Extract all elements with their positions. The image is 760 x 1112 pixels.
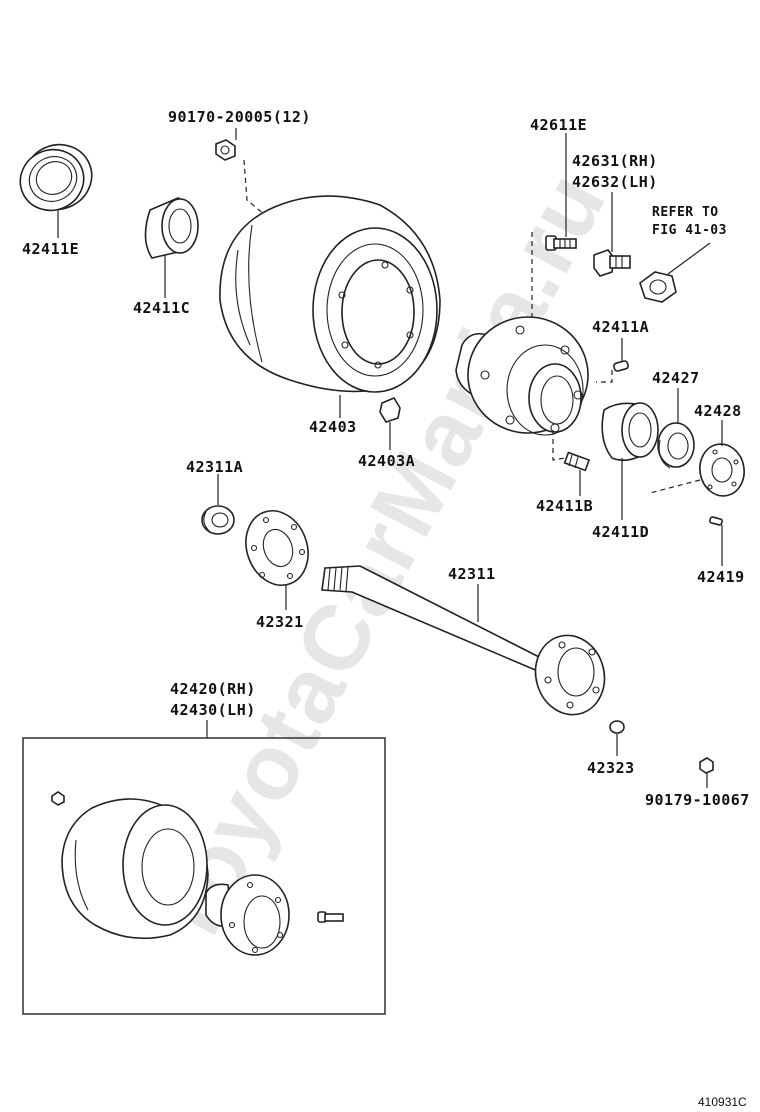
part-42631-bolt[interactable] — [593, 249, 631, 277]
label-42403a: 42403A — [358, 452, 415, 470]
part-90179-nut[interactable] — [699, 757, 714, 774]
part-axle-hub[interactable] — [455, 316, 589, 436]
part-42311-axle-shaft[interactable] — [321, 565, 613, 722]
label-42411a: 42411A — [592, 318, 649, 336]
label-42611e: 42611E — [530, 116, 587, 134]
part-42403a-plug[interactable] — [379, 396, 401, 423]
figure-code: 410931C — [698, 1095, 747, 1109]
part-42427-retainer[interactable] — [657, 422, 695, 469]
part-refer-nut[interactable] — [639, 271, 677, 303]
label-42311a: 42311A — [186, 458, 243, 476]
leader-refer — [667, 242, 711, 275]
dash-42411b — [552, 430, 566, 461]
dash-42428 — [649, 479, 701, 494]
part-42411d-bearing[interactable] — [601, 402, 659, 461]
part-42428-plate[interactable] — [696, 441, 748, 500]
part-42611e-hub-bolt[interactable] — [545, 235, 577, 251]
label-42631: 42631(RH) — [572, 152, 658, 170]
part-42411e-oil-seal[interactable] — [10, 134, 102, 221]
part-42411b-stud[interactable] — [563, 451, 591, 472]
part-42411a-pin[interactable] — [613, 360, 629, 372]
part-90170-nut[interactable] — [215, 139, 236, 161]
assembly-bolt[interactable] — [317, 911, 344, 923]
assembly-hub[interactable] — [205, 874, 290, 956]
part-42323-washer[interactable] — [609, 720, 625, 734]
label-42428: 42428 — [694, 402, 742, 420]
part-42419-screw[interactable] — [709, 516, 723, 526]
label-42419: 42419 — [697, 568, 745, 586]
label-90179: 90179-10067 — [645, 791, 750, 809]
label-42411d: 42411D — [592, 523, 649, 541]
label-42403: 42403 — [309, 418, 357, 436]
label-42321: 42321 — [256, 613, 304, 631]
label-42323: 42323 — [587, 759, 635, 777]
dash-90170 — [243, 159, 266, 216]
part-42321-gasket[interactable] — [236, 502, 318, 594]
assembly-drum[interactable] — [51, 791, 209, 940]
label-42411e: 42411E — [22, 240, 79, 258]
dash-42411a — [596, 370, 613, 383]
label-42430: 42430(LH) — [170, 701, 256, 719]
label-42411b: 42411B — [536, 497, 593, 515]
label-42311: 42311 — [448, 565, 496, 583]
label-refer-1: REFER TO — [652, 205, 719, 220]
label-42411c: 42411C — [133, 299, 190, 317]
label-90170: 90170-20005(12) — [168, 108, 311, 126]
label-42420: 42420(RH) — [170, 680, 256, 698]
part-42411c-bearing[interactable] — [144, 197, 199, 259]
part-42311a-bearing[interactable] — [201, 505, 235, 535]
label-42632: 42632(LH) — [572, 173, 658, 191]
part-42403-brake-drum[interactable] — [219, 195, 441, 393]
label-refer-2: FIG 41-03 — [652, 223, 727, 238]
assembly-box — [22, 737, 386, 1015]
label-42427: 42427 — [652, 369, 700, 387]
